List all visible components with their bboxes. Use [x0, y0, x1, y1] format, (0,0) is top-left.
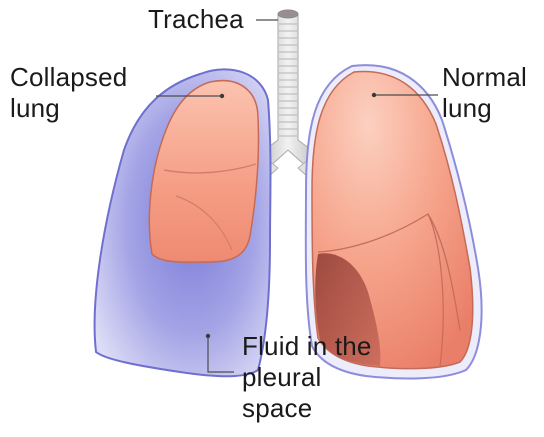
collapsed-lung-label: Collapsed lung: [10, 62, 127, 124]
pleural-fluid-label: Fluid in the pleural space: [242, 331, 372, 424]
pleural-fluid-label-line-1: Fluid in the: [242, 331, 372, 362]
normal-lung-label: Normal lung: [442, 62, 527, 124]
collapsed-lung-label-line-1: Collapsed: [10, 62, 127, 93]
trachea-label: Trachea: [148, 4, 244, 35]
pleural-fluid-label-line-2: pleural: [242, 362, 372, 393]
normal-lung-label-line-2: lung: [442, 93, 527, 124]
pleural-fluid-label-line-3: space: [242, 393, 372, 424]
collapsed-lung-label-line-2: lung: [10, 93, 127, 124]
normal-lung-label-line-1: Normal: [442, 62, 527, 93]
